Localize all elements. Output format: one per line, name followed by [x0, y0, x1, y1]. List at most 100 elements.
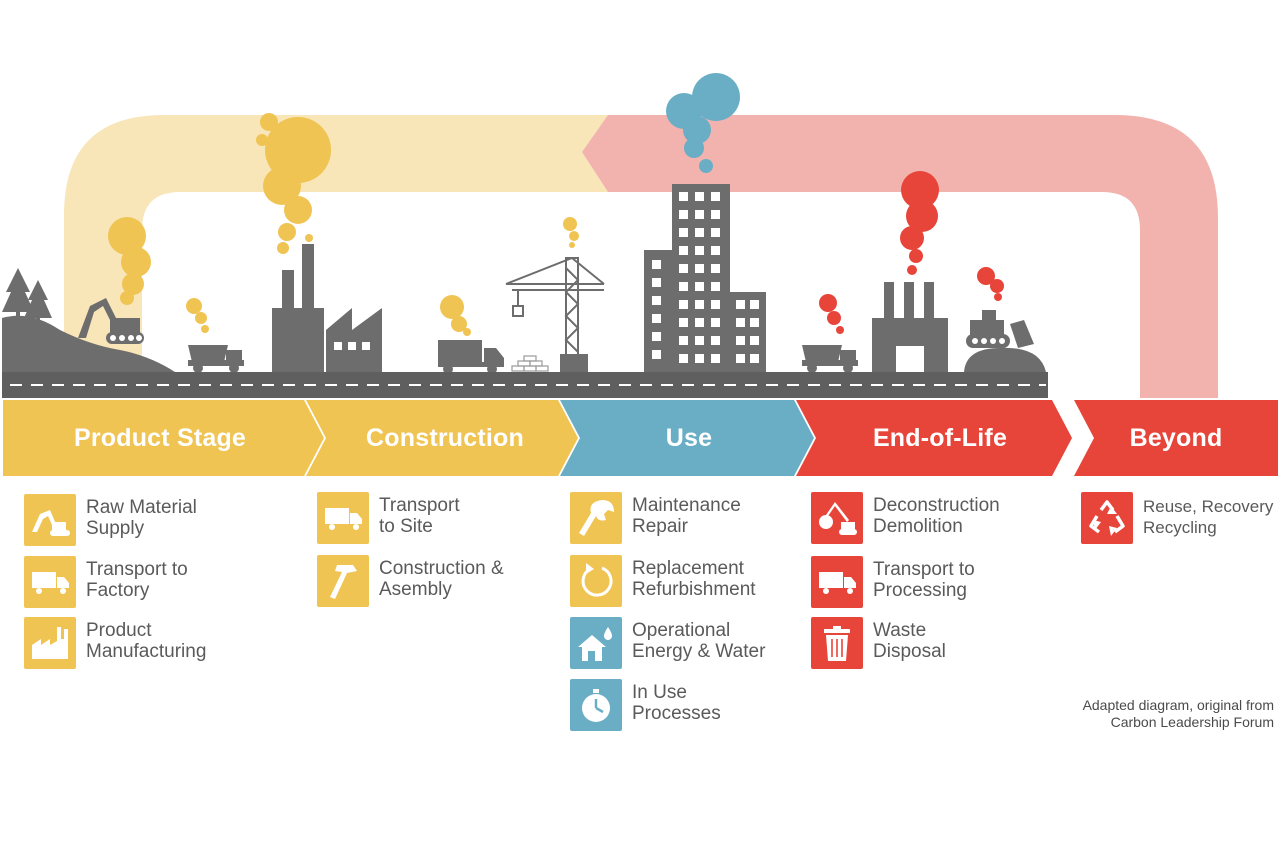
chevron-end-of-life: [796, 400, 1072, 476]
list-item-maintenance: Maintenance Repair: [570, 492, 830, 546]
delivery-truck-icon: [438, 340, 504, 374]
brick-pile-icon: [511, 355, 549, 372]
list-item-waste-disposal: Waste Disposal: [811, 617, 1071, 671]
window: [711, 264, 720, 273]
window: [679, 336, 688, 345]
window: [736, 336, 745, 345]
smoke-crane: [563, 217, 579, 248]
window: [652, 260, 661, 269]
crane-icon: [505, 256, 605, 359]
list-item-construction-assembly: Construction & Asembly: [317, 555, 577, 609]
window: [679, 228, 688, 237]
stage-chevrons: [3, 400, 1278, 476]
hill: [2, 315, 175, 372]
smoke-factory: [256, 113, 331, 254]
refresh-icon: [570, 555, 622, 607]
trash-can-icon: [811, 617, 863, 669]
stage-label-use: Use: [665, 424, 713, 452]
house-water-icon: [570, 617, 622, 669]
window: [679, 264, 688, 273]
chevron-beyond: [1074, 400, 1278, 476]
window: [695, 354, 704, 363]
item-label: Operational Energy & Water: [632, 620, 766, 662]
list-item-reuse: Reuse, Recovery Recycling: [1081, 492, 1280, 546]
list-item-transport-factory: Transport to Factory: [24, 556, 284, 610]
window: [695, 264, 704, 273]
list-item-raw-material: Raw Material Supply: [24, 494, 284, 548]
window: [750, 300, 759, 309]
window: [711, 336, 720, 345]
window: [711, 318, 720, 327]
window: [750, 354, 759, 363]
smoke-truck-1: [186, 298, 209, 333]
list-item-manufacturing: Product Manufacturing: [24, 617, 284, 671]
truck-icon: [317, 492, 369, 544]
road: [2, 372, 1048, 398]
item-label: In Use Processes: [632, 682, 721, 724]
excavator-icon: [78, 298, 144, 344]
item-label: Transport to Processing: [873, 559, 975, 601]
list-item-transport-site: Transport to Site: [317, 492, 577, 546]
item-label: Deconstruction Demolition: [873, 495, 1000, 537]
list-item-deconstruction: Deconstruction Demolition: [811, 492, 1071, 546]
window: [736, 354, 745, 363]
stage-label-end-of-life: End-of-Life: [872, 424, 1008, 452]
item-label: Replacement Refurbishment: [632, 558, 756, 600]
window: [652, 296, 661, 305]
smoke-truck-2: [440, 295, 471, 336]
wrecking-ball-icon: [811, 492, 863, 544]
window: [679, 246, 688, 255]
window: [695, 228, 704, 237]
chevron-use: [560, 400, 814, 476]
window: [711, 192, 720, 201]
bulldozer-icon: [964, 310, 1046, 372]
factory-icon: [24, 617, 76, 669]
window: [695, 318, 704, 327]
recycle-icon: [1081, 492, 1133, 544]
window: [679, 282, 688, 291]
stage-label-construction: Construction: [366, 424, 524, 452]
item-label: Reuse, Recovery Recycling: [1143, 497, 1274, 537]
smoke-plant: [900, 171, 939, 275]
factory-icon: [272, 244, 382, 372]
smoke-bulldozer: [977, 267, 1004, 301]
smoke-truck-3: [819, 294, 844, 334]
wrench-icon: [570, 492, 622, 544]
item-label: Product Manufacturing: [86, 620, 207, 662]
window: [679, 192, 688, 201]
window: [652, 350, 661, 359]
window: [695, 300, 704, 309]
window: [711, 228, 720, 237]
window: [711, 300, 720, 309]
window: [652, 332, 661, 341]
truck-icon: [811, 556, 863, 608]
window: [652, 314, 661, 323]
window: [695, 246, 704, 255]
chevron-product-stage: [3, 400, 324, 476]
window: [679, 354, 688, 363]
dump-truck-icon: [188, 345, 244, 373]
window: [736, 300, 745, 309]
window: [750, 318, 759, 327]
window: [652, 278, 661, 287]
smoke-excavator: [108, 217, 151, 305]
window: [711, 246, 720, 255]
window: [695, 336, 704, 345]
power-plant-icon: [872, 282, 948, 372]
window: [695, 282, 704, 291]
truck-icon: [24, 556, 76, 608]
stopwatch-icon: [570, 679, 622, 731]
window: [736, 318, 745, 327]
item-label: Transport to Factory: [86, 559, 188, 601]
building-windows: [652, 192, 759, 363]
chevron-construction: [306, 400, 578, 476]
credit-note: Adapted diagram, original from Carbon Le…: [1082, 697, 1274, 730]
stage-label-product: Product Stage: [73, 424, 247, 452]
dump-truck-icon: [802, 345, 858, 373]
item-label: Raw Material Supply: [86, 497, 197, 539]
pine-trees-icon: [2, 268, 52, 326]
building-icon: [644, 184, 766, 372]
item-label: Construction & Asembly: [379, 558, 504, 600]
window: [750, 336, 759, 345]
